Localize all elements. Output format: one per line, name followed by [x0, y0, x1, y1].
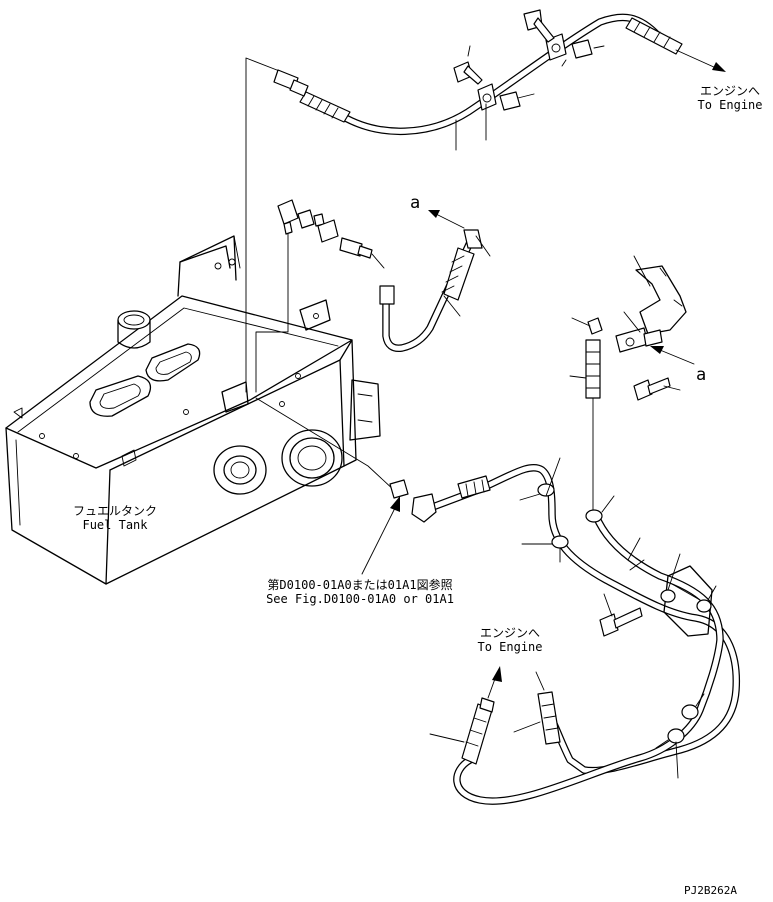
leader-line — [593, 45, 605, 49]
hose-end-bottom-right — [513, 691, 561, 745]
hose-bracket-block — [663, 565, 713, 637]
tank-port-2 — [281, 429, 343, 487]
adapter-fitting-3 — [339, 237, 373, 259]
fuel-tank-label-jp: フュエルタンク — [72, 504, 157, 518]
leader-line — [571, 317, 591, 327]
engine-label-top: エンジンへ To Engine — [690, 84, 770, 112]
bolt-bracket — [599, 537, 645, 637]
inspection-cover-1 — [145, 343, 201, 382]
hose-clamp-3 — [585, 495, 615, 523]
fuel-tank-label: フュエルタンク Fuel Tank — [60, 504, 170, 532]
hose-clamp-7 — [655, 728, 685, 779]
tank-port-1 — [213, 445, 267, 495]
leader-line — [255, 231, 289, 393]
engine-label-bottom-en: To Engine — [477, 640, 543, 654]
hose-clamp-6 — [681, 693, 705, 720]
engine-label-top-jp: エンジンへ — [699, 84, 760, 98]
leader-line — [663, 385, 681, 391]
filler-cap — [117, 310, 151, 349]
clip-small — [587, 317, 603, 335]
engine-label-bottom-jp: エンジンへ — [479, 626, 540, 640]
see-fig-leader — [361, 496, 400, 575]
leader-line — [371, 253, 385, 269]
leader-line — [245, 57, 283, 393]
mounting-bracket — [633, 255, 687, 335]
leader-line — [475, 235, 491, 257]
connector-fitting-right — [615, 327, 663, 353]
return-hose-top — [273, 13, 683, 135]
nut-top-2 — [571, 39, 593, 59]
leader-line — [623, 311, 641, 333]
fuel-tank-label-en: Fuel Tank — [82, 518, 148, 532]
engine-label-top-en: To Engine — [697, 98, 763, 112]
hose-clamp-2 — [521, 535, 569, 563]
supply-hose-secondary — [453, 512, 724, 805]
nut-top-1 — [499, 91, 521, 111]
leader-line — [255, 397, 397, 493]
fuel-tank — [5, 235, 381, 585]
hose-clamp-top-1 — [477, 83, 497, 111]
inspection-cover-2 — [89, 375, 152, 417]
leader-line — [443, 295, 461, 317]
reference-a-right: a — [696, 365, 707, 385]
supply-hose-main — [389, 463, 741, 775]
bolt-top-2 — [523, 9, 555, 43]
hose-clamp-4 — [660, 553, 681, 603]
arrow-a-upper — [428, 210, 465, 229]
hose-clamp-1 — [519, 457, 561, 501]
arrow-to-engine-bottom-1 — [487, 666, 502, 699]
see-figure-label: 第D0100-01A0または01A1図参照 See Fig.D0100-01A0… — [240, 578, 480, 606]
arrow-a-right — [650, 346, 695, 365]
leader-line — [517, 93, 535, 99]
hose-end-bottom-left — [429, 697, 495, 765]
elbow-fitting — [277, 199, 299, 235]
drawing-code: PJ2B262A — [684, 884, 737, 897]
arrow-to-engine-top — [675, 49, 726, 72]
leader-line — [467, 45, 471, 57]
adapter-fitting-2 — [317, 219, 339, 243]
drain-pipe — [569, 339, 601, 515]
arrow-to-engine-bottom-2 — [535, 671, 545, 691]
leader-line — [561, 59, 567, 67]
engine-label-bottom: エンジンへ To Engine — [468, 626, 552, 654]
see-figure-label-jp: 第D0100-01A0または01A1図参照 — [267, 578, 453, 592]
bolt-top-1 — [453, 61, 483, 85]
see-figure-label-en: See Fig.D0100-01A0 or 01A1 — [266, 592, 454, 606]
hose-clamp-5 — [696, 585, 717, 613]
fuel-hose-u — [379, 229, 483, 352]
bolt-right — [633, 377, 671, 401]
reference-a-upper: a — [410, 193, 421, 213]
